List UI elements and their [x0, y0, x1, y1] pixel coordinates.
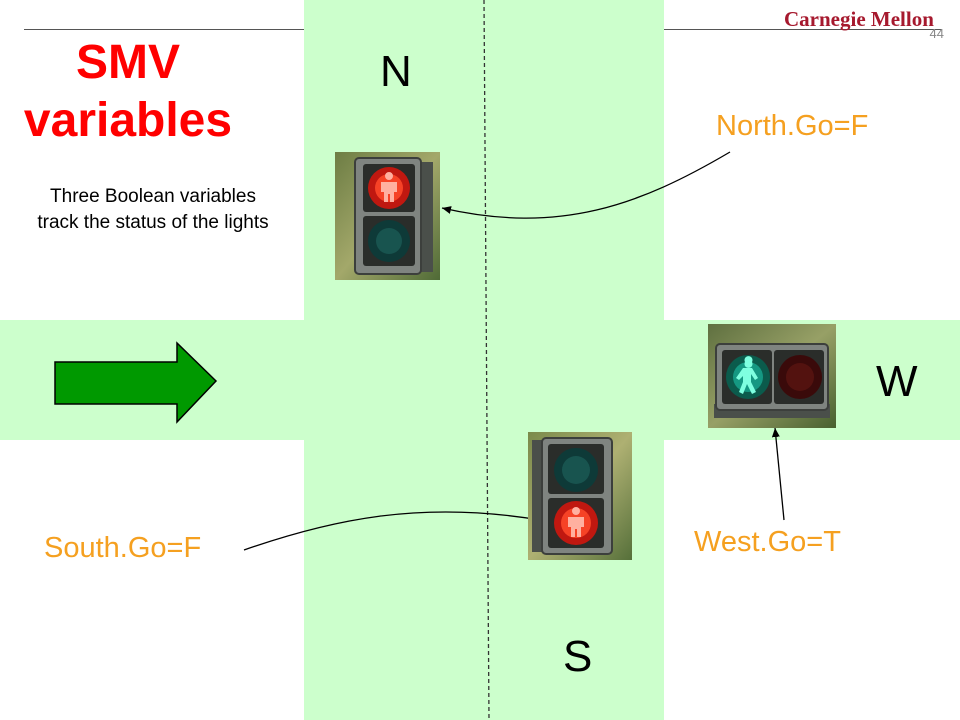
west-connector-arrow	[771, 427, 785, 521]
header-rule-right	[664, 29, 942, 30]
header-rule-left	[24, 29, 304, 30]
north-pedestrian-light-icon	[335, 152, 440, 280]
center-dashed-line	[483, 0, 490, 720]
slide-description: Three Boolean variables track the status…	[37, 186, 269, 233]
north-connector-arrow	[441, 151, 731, 219]
south-connector-arrow	[243, 511, 541, 551]
direction-north: N	[380, 47, 412, 96]
south-pedestrian-light-icon	[528, 432, 632, 560]
west-pedestrian-light-icon	[708, 324, 836, 428]
north-go-label: North.Go=F	[716, 110, 869, 142]
direction-south: S	[563, 632, 593, 681]
brand-logo: Carnegie Mellon	[784, 7, 934, 31]
slide-title: SMV variables	[23, 36, 233, 147]
direction-arrow-icon	[54, 341, 218, 424]
direction-west: W	[876, 357, 918, 406]
page-number: 44	[929, 26, 944, 41]
west-go-label: West.Go=T	[694, 526, 841, 558]
south-go-label: South.Go=F	[44, 532, 202, 564]
